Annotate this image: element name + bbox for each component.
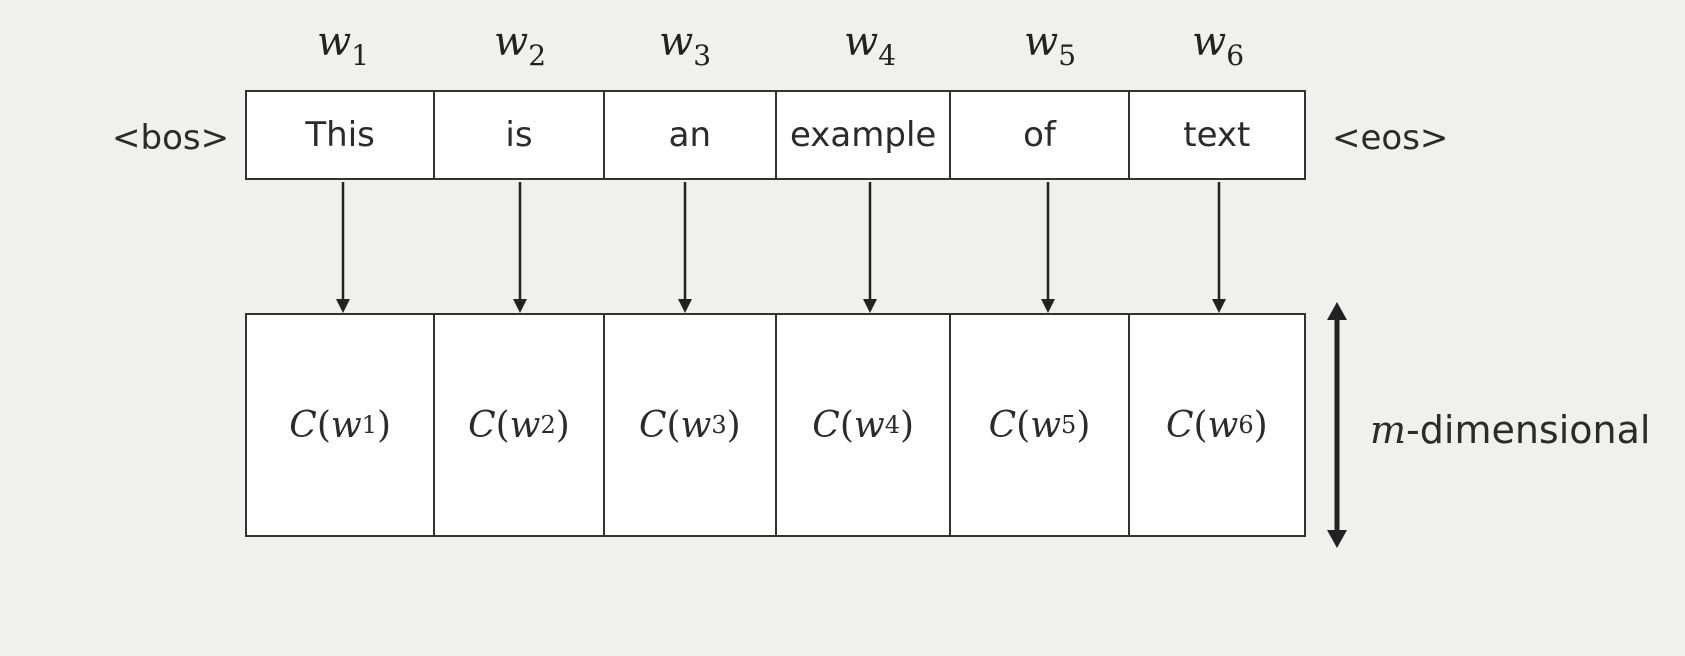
word-symbol: w xyxy=(843,19,879,65)
word-symbol: w xyxy=(658,19,694,65)
open-paren: ( xyxy=(1193,404,1208,446)
dimension-arrow xyxy=(1327,302,1347,548)
embedding-function: C xyxy=(468,404,496,446)
arrow-head xyxy=(863,299,877,313)
word-subscript: 5 xyxy=(1058,39,1077,72)
token-cell: example xyxy=(777,92,952,178)
word-symbol: w xyxy=(316,19,352,65)
embedding-function: C xyxy=(638,404,667,446)
token-cell: text xyxy=(1183,115,1251,155)
word-symbol: w xyxy=(493,19,529,65)
open-paren: ( xyxy=(839,404,854,446)
arrow-head xyxy=(1212,299,1226,313)
open-paren: ( xyxy=(316,404,331,446)
close-paren: ) xyxy=(726,404,741,446)
arrow-head xyxy=(513,299,527,313)
word-subscript: 2 xyxy=(528,39,547,72)
token-cell: an xyxy=(605,92,777,178)
word-index-label: w5 xyxy=(990,19,1110,70)
dimension-suffix: -dimensional xyxy=(1406,408,1651,452)
embedding-arg: w xyxy=(1030,404,1062,446)
dimension-label: m-dimensional xyxy=(1370,408,1650,452)
word-symbol: w xyxy=(1023,19,1059,65)
word-index-label: w2 xyxy=(460,19,580,70)
embedding-function: C xyxy=(812,404,840,446)
token-cell: is xyxy=(435,92,605,178)
word-index-label: w3 xyxy=(625,19,745,70)
token-cell: This xyxy=(247,92,436,178)
close-paren: ) xyxy=(899,404,915,446)
embedding-arg: w xyxy=(330,404,362,446)
arrow-head xyxy=(678,299,692,313)
open-paren: ( xyxy=(495,404,510,446)
close-paren: ) xyxy=(1253,404,1268,446)
embedding-arg: w xyxy=(853,404,885,446)
open-paren: ( xyxy=(666,404,681,446)
bos-token: <bos> xyxy=(112,118,230,158)
embedding-arg: w xyxy=(1207,404,1239,446)
dimension-variable: m xyxy=(1370,408,1407,452)
close-paren: ) xyxy=(1076,404,1091,446)
embedding-arg: w xyxy=(509,404,541,446)
eos-token: <eos> xyxy=(1332,118,1449,158)
open-paren: ( xyxy=(1016,404,1031,446)
arrow-head xyxy=(336,299,350,313)
embedding-function: C xyxy=(1165,404,1194,446)
word-index-label: w4 xyxy=(810,19,930,70)
word-index-label: w1 xyxy=(283,19,403,70)
word-index-label: w6 xyxy=(1158,19,1278,70)
embedding-function: C xyxy=(289,404,317,446)
embedding-function: C xyxy=(988,404,1017,446)
word-subscript: 1 xyxy=(351,39,370,72)
word-subscript: 4 xyxy=(878,39,897,72)
token-cell: of xyxy=(951,92,1130,178)
close-paren: ) xyxy=(555,404,570,446)
word-subscript: 6 xyxy=(1226,39,1245,72)
close-paren: ) xyxy=(376,404,392,446)
word-subscript: 3 xyxy=(693,39,712,72)
embedding-arg: w xyxy=(680,404,712,446)
arrow-head xyxy=(1041,299,1055,313)
word-symbol: w xyxy=(1191,19,1227,65)
